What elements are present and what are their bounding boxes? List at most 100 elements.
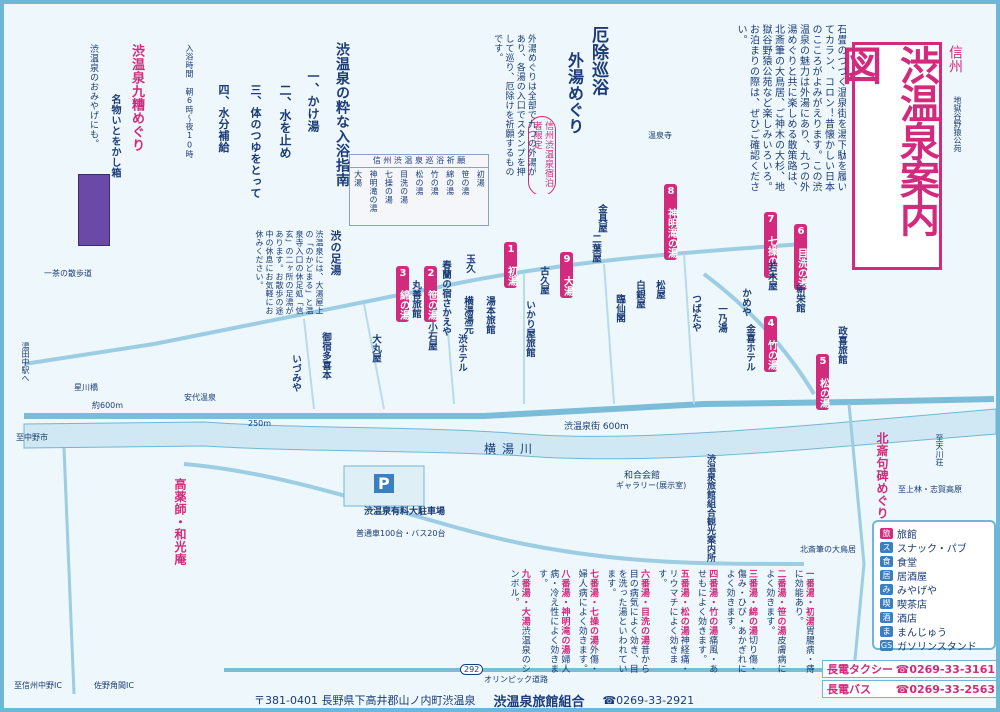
haiku-title: 北斎句碑めぐり — [875, 432, 889, 520]
road-left-vertical — [62, 447, 76, 695]
bath-desc-5: 五番湯・松の湯神経痛・リウマチによく効きます。 — [656, 569, 689, 674]
manners-step-2: 二、水を止め — [278, 84, 292, 159]
hotel-label: 丸善旅館 — [409, 280, 421, 318]
route-292-label: 292 — [460, 664, 484, 675]
footer-org: 渋温泉旅館組合 — [493, 694, 585, 710]
contact-taxi[interactable]: 長電タクシー☎0269-33-3161 — [822, 660, 996, 678]
hotel-label: いづみや — [289, 354, 301, 392]
legend-item: ままんじゅう — [880, 624, 988, 639]
intro-text: 石畳のつづく温泉街を湯下駄を履いてカラン、コロン！昔懐かしい日本のこころがよみが… — [735, 24, 846, 192]
hotel-label: 一乃湯 — [715, 304, 727, 333]
bath-marker-4[interactable]: 4 竹の湯 — [764, 316, 777, 372]
souvenir-box — [78, 174, 110, 246]
stamp-sign-header: 信 州 渋 温 泉 巡 浴 祈 願 — [350, 155, 488, 168]
ashiyu-text: 渋温泉には、大湯屋上の「のかどまる」と温泉寺入口の休足処「信玄」の二ヶ所の足湯が… — [255, 230, 324, 315]
road-south — [183, 462, 805, 566]
road-west — [23, 342, 155, 366]
ic-label: 佐野角間IC — [94, 681, 134, 690]
legend-item: みみやげや — [880, 582, 988, 597]
takayaku-title: 高薬師・和光庵 — [173, 478, 187, 566]
river — [23, 408, 996, 460]
bath-descriptions: 一番湯・初湯胃腸病・痔に効能あり。 二番湯・笹の湯皮膚病によく効きます。 三番湯… — [104, 569, 815, 687]
to-shiga-label: 至上林・志賀高原 — [898, 485, 962, 494]
bath-marker-8[interactable]: 8 神明滝の湯 — [664, 184, 677, 260]
office-label: 渋温泉旅館組合観光案内所 — [705, 454, 715, 562]
hotel-label: 玉久 — [463, 254, 475, 273]
kigan-panel: 厄除巡浴 外湯めぐり 信州渋温泉宿泊者限定 外湯めぐりは全部で九つの外湯があり、… — [474, 24, 614, 194]
bath-desc-3: 三番湯・綿の湯切り傷・傷み・ひび・あかぎれによく効きます。 — [724, 569, 758, 674]
hall-label: 和合会館 — [624, 471, 661, 481]
legend: 旅旅館 ススナック・パブ 食食堂 居居酒屋 みみやげや 喫喫茶店 酒酒店 ままん… — [872, 520, 996, 653]
footer: 〒381-0401 長野県下高井郡山ノ内町渋温泉 渋温泉旅館組合 ☎0269-3… — [254, 690, 814, 710]
hotel-label: 湯本旅館 — [483, 296, 495, 334]
kigan-badge: 信州渋温泉宿泊者限定 — [527, 116, 556, 194]
hotel-label: 金具屋 — [595, 204, 607, 233]
kuzume-subtitle: 名物いとをかし箱 — [109, 94, 120, 178]
road-main-label: 渋温泉街 600m — [564, 422, 629, 432]
road-right-vertical — [847, 403, 866, 671]
title-prefix: 信州 — [947, 45, 963, 73]
station-label: 湯田中駅へ — [21, 342, 30, 382]
legend-item: 旅旅館 — [880, 526, 988, 541]
yasudakan-label: 安代温泉 — [184, 393, 216, 402]
hotel-label: 松屋 — [653, 280, 665, 299]
monkey-park-label: 地獄谷野猿公苑 — [953, 96, 962, 152]
kigan-text: 外湯めぐりは全部で九つの外湯があり、各湯の入口でスタンプを押して巡り、厄除けを祈… — [492, 34, 536, 177]
ashiyu-title: 渋の足湯 — [329, 230, 342, 276]
ashiyu-panel: 渋の足湯 渋温泉には、大湯屋上の「のかどまる」と温泉寺入口の休足処「信玄」の二ヶ… — [244, 224, 344, 324]
hotel-label: 渋ホテル — [455, 334, 467, 372]
road-east — [702, 272, 816, 396]
ohmon-label: 温泉寺 — [648, 131, 672, 140]
stamp-cell: 神明滝の湯 — [368, 170, 378, 213]
title-main: 渋温泉案内図 — [835, 45, 939, 235]
kigan-title2: 外湯めぐり — [565, 52, 584, 135]
stamp-cell: 大湯 — [353, 170, 363, 187]
parking-label: 渋温泉有料大駐車場 — [364, 507, 446, 517]
bath-marker-9[interactable]: 9 大湯 — [560, 252, 573, 298]
legend-item: 居居酒屋 — [880, 568, 988, 583]
bath-desc-9: 九番湯・大湯渋温泉のシンボル。 — [508, 569, 530, 674]
bath-marker-3[interactable]: 3 綿の湯 — [396, 266, 409, 322]
gallery-label: ギャラリー(展示室) — [616, 481, 687, 490]
stamp-cell: 七操の湯 — [384, 170, 394, 204]
stamp-cell: 笹の湯 — [460, 170, 470, 196]
manners-step-1: 一、かけ湯 — [306, 70, 320, 133]
to-yamanouchi-label: 至信州中野IC — [14, 681, 62, 690]
bath-desc-6: 六番湯・目洗の湯昔から目の病気によく効き、目を洗った湯といわれています。 — [605, 569, 649, 674]
hotel-label: 新栄館 — [793, 284, 805, 313]
manners-title: 渋温泉の粋な入浴指南 — [334, 42, 350, 187]
kigan-title: 厄除巡浴 — [588, 26, 608, 96]
hotel-label: 古久屋 — [537, 266, 549, 295]
stamp-cell: 目洗の湯 — [399, 170, 409, 204]
bath-desc-4: 四番湯・竹の湯痛風・あせもによく効きます。 — [696, 569, 718, 674]
kitakura-note: 北斎筆の大鳥居 — [800, 545, 856, 554]
bath-marker-2[interactable]: 2 笹の湯 — [424, 266, 437, 322]
main-road — [24, 396, 995, 419]
map-title: 信州 渋温泉案内図 — [835, 42, 963, 270]
legend-item: 食食堂 — [880, 554, 988, 569]
hotel-label: かめや — [739, 288, 751, 317]
parking-note: 普通車100台・バス20台 — [356, 529, 446, 538]
olympic-road-label: オリンピック道路 — [484, 675, 548, 684]
legend-item: ススナック・パブ — [880, 540, 988, 555]
kuzume-panel: 渋温泉九糟めぐり 名物いとをかし箱 渋温泉のおみやげにも。 — [14, 24, 184, 254]
bath-marker-7[interactable]: 7 七操の湯 — [764, 212, 777, 278]
hotel-label: 御宿多喜本 — [319, 332, 331, 380]
hotel-label: 臨仙閣 — [613, 294, 625, 323]
kuzume-text: 渋温泉のおみやげにも。 — [88, 44, 98, 149]
manners-step-3: 三、体のつゆをとって — [249, 84, 262, 199]
bath-desc-7: 七番湯・七操の湯外傷・婦人病によく効きます。 — [576, 569, 598, 674]
contact-bus[interactable]: 長電バス☎0269-33-2563 — [822, 680, 996, 698]
bath-marker-5[interactable]: 5 松の湯 — [816, 354, 829, 410]
hotel-label: 白銀屋 — [633, 280, 645, 309]
bath-marker-6[interactable]: 6 目洗の湯 — [794, 224, 807, 290]
hotel-label: 政喜旅館 — [835, 326, 847, 364]
to-tenkaso-label: 至天川荘 — [935, 434, 944, 466]
hotel-label: いかり屋旅館 — [523, 300, 535, 357]
bath-marker-1[interactable]: 1 初湯 — [504, 242, 517, 288]
stamp-sign: 信 州 渋 温 泉 巡 浴 祈 願 初湯 笹の湯 綿の湯 竹の湯 松の湯 目洗の… — [349, 154, 489, 226]
river-label: 横湯川 — [484, 442, 539, 456]
hotel-label: つばたや — [689, 294, 701, 332]
